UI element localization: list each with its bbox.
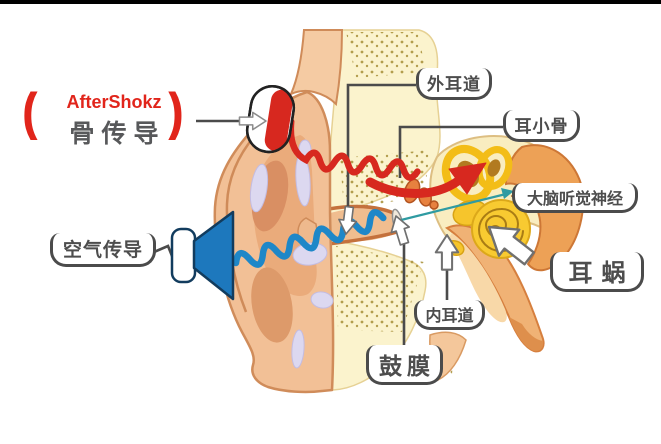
label-ossicles: 耳小骨 xyxy=(503,110,580,142)
label-eardrum: 鼓膜 xyxy=(366,345,443,385)
nerve-signal-arrowhead xyxy=(501,188,514,199)
label-eardrum-text: 鼓膜 xyxy=(379,352,435,379)
bone-conduction-arrowhead xyxy=(448,162,487,195)
brand-name: AfterShokz xyxy=(66,92,162,112)
label-ossicles-text: 耳小骨 xyxy=(514,117,569,136)
helix-fold-line xyxy=(225,131,259,313)
cartilage-blobs xyxy=(249,139,334,369)
canal-interior-shade xyxy=(487,159,501,177)
label-auditory-nerve: 大脑听觉神经 xyxy=(512,183,638,213)
bone-speckles xyxy=(346,32,426,78)
swoosh-tip-shade xyxy=(509,317,544,352)
bone-speckles xyxy=(336,246,424,332)
label-internal-auditory-canal-text: 内耳道 xyxy=(425,307,474,325)
label-cochlea-text: 耳蜗 xyxy=(568,260,635,287)
air-conduction-wave xyxy=(232,209,387,268)
nerve-signal-line xyxy=(396,192,507,223)
skin-strip-shape xyxy=(289,29,344,107)
bone-conduction-wave xyxy=(287,118,421,181)
bone-conduction-arrow-shaft xyxy=(365,176,463,198)
sound-emission-marks-left: (( xyxy=(22,83,36,141)
bone-conduction-label: 骨传导 xyxy=(69,120,166,148)
semicircular-canal xyxy=(475,146,513,190)
label-outer-ear-canal: 外耳道 xyxy=(416,68,492,100)
label-air-conduction: 空气传导 xyxy=(50,233,156,267)
label-auditory-nerve-text: 大脑听觉神经 xyxy=(526,190,623,208)
label-air-conduction-text: 空气传导 xyxy=(62,240,143,261)
label-outer-ear-canal-text: 外耳道 xyxy=(427,75,481,94)
bone-conduction-transducer-icon xyxy=(245,84,296,154)
label-cochlea: 耳蜗 xyxy=(550,252,644,292)
swoosh-highlight xyxy=(449,233,507,323)
brand-block: (( )) AfterShokz 骨传导 xyxy=(18,83,208,152)
lobe-shade xyxy=(251,267,293,343)
label-internal-auditory-canal: 内耳道 xyxy=(414,300,485,330)
top-border-bar xyxy=(0,0,661,4)
speaker-icon xyxy=(170,210,235,301)
